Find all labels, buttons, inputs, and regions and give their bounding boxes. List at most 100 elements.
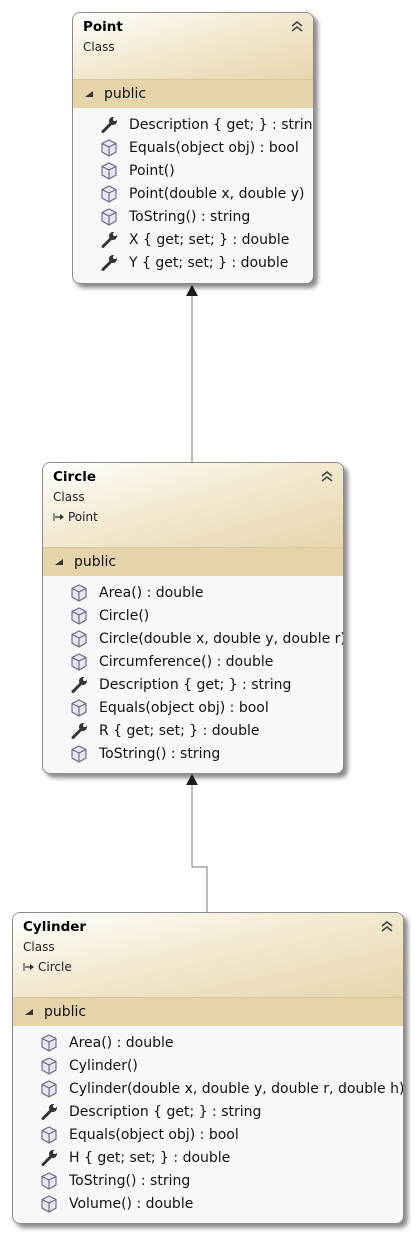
class-box-point[interactable]: Point Class public Description { get; } … [72,12,314,284]
inheritance-arrow-circle-to-point [186,285,198,462]
class-header: Cylinder Class Circle [13,913,403,997]
member-row[interactable]: Y { get; set; } : double [73,251,313,274]
inheritance-arrow-cylinder-to-circle [186,774,208,912]
class-name: Point [83,19,123,35]
base-class-name: Point [68,510,98,524]
member-row[interactable]: Equals(object obj) : bool [43,696,343,719]
member-signature: Area() : double [69,1034,174,1051]
member-signature: R { get; set; } : double [99,722,260,739]
member-row[interactable]: Volume() : double [13,1192,403,1215]
member-row[interactable]: X { get; set; } : double [73,228,313,251]
member-row[interactable]: Point() [73,159,313,182]
cube-icon [69,629,89,649]
wrench-icon [99,115,119,135]
member-signature: Cylinder(double x, double y, double r, d… [69,1080,404,1097]
member-row[interactable]: R { get; set; } : double [43,719,343,742]
member-row[interactable]: Equals(object obj) : bool [13,1123,403,1146]
base-class-name: Circle [38,960,72,974]
class-header: Point Class [73,13,313,79]
class-box-cylinder[interactable]: Cylinder Class Circle public Area() : do… [12,912,404,1224]
cube-icon [39,1194,59,1214]
member-signature: Circle() [99,607,150,624]
wrench-icon [39,1102,59,1122]
member-signature: Point(double x, double y) [129,185,305,202]
collapse-chevron-icon[interactable] [380,920,394,933]
wrench-icon [99,253,119,273]
cube-icon [99,184,119,204]
base-class: Point [53,509,333,525]
wrench-icon [69,675,89,695]
section-label: public [44,1004,87,1020]
base-class: Circle [23,959,393,975]
member-row[interactable]: Cylinder(double x, double y, double r, d… [13,1077,403,1100]
section-header-public[interactable]: public [73,79,313,108]
member-row[interactable]: Description { get; } : string [13,1100,403,1123]
member-signature: Equals(object obj) : bool [99,699,269,716]
expand-triangle-icon[interactable] [24,1008,34,1016]
member-signature: Equals(object obj) : bool [129,139,299,156]
member-row[interactable]: Cylinder() [13,1054,403,1077]
member-signature: ToString() : string [99,745,221,762]
class-header: Circle Class Point [43,463,343,547]
member-signature: Volume() : double [69,1195,194,1212]
member-signature: Cylinder() [69,1057,138,1074]
member-signature: Description { get; } : string [99,676,292,693]
expand-triangle-icon[interactable] [84,90,94,98]
member-signature: Description { get; } : string [129,116,314,133]
class-name: Cylinder [23,919,87,935]
cube-icon [69,606,89,626]
member-signature: ToString() : string [69,1172,191,1189]
collapse-chevron-icon[interactable] [320,470,334,483]
class-stereotype: Class [23,940,55,954]
wrench-icon [39,1148,59,1168]
class-name: Circle [53,469,96,485]
cube-icon [69,744,89,764]
cube-icon [99,138,119,158]
member-signature: Circumference() : double [99,653,274,670]
wrench-icon [99,230,119,250]
member-row[interactable]: Description { get; } : string [73,113,313,136]
member-row[interactable]: Area() : double [43,581,343,604]
member-signature: Area() : double [99,584,204,601]
cube-icon [69,583,89,603]
collapse-chevron-icon[interactable] [290,20,304,33]
class-box-circle[interactable]: Circle Class Point public Area() : doubl… [42,462,344,774]
member-row[interactable]: Point(double x, double y) [73,182,313,205]
member-row[interactable]: ToString() : string [73,205,313,228]
member-row[interactable]: ToString() : string [13,1169,403,1192]
member-row[interactable]: Area() : double [13,1031,403,1054]
member-row[interactable]: ToString() : string [43,742,343,765]
cube-icon [69,698,89,718]
member-row[interactable]: Equals(object obj) : bool [73,136,313,159]
member-signature: Circle(double x, double y, double r) [99,630,344,647]
class-stereotype: Class [53,490,85,504]
inherits-arrow-icon [53,513,64,521]
cube-icon [39,1079,59,1099]
member-row[interactable]: Circle(double x, double y, double r) [43,627,343,650]
cube-icon [39,1056,59,1076]
section-header-public[interactable]: public [13,997,403,1026]
cube-icon [99,161,119,181]
member-signature: H { get; set; } : double [69,1149,231,1166]
class-stereotype: Class [83,40,115,54]
section-label: public [74,554,117,570]
member-row[interactable]: H { get; set; } : double [13,1146,403,1169]
member-signature: X { get; set; } : double [129,231,290,248]
member-row[interactable]: Description { get; } : string [43,673,343,696]
cube-icon [69,652,89,672]
section-header-public[interactable]: public [43,547,343,576]
member-row[interactable]: Circle() [43,604,343,627]
cube-icon [39,1125,59,1145]
cube-icon [39,1033,59,1053]
member-signature: Description { get; } : string [69,1103,262,1120]
section-label: public [104,86,147,102]
member-row[interactable]: Circumference() : double [43,650,343,673]
expand-triangle-icon[interactable] [54,558,64,566]
wrench-icon [69,721,89,741]
member-signature: ToString() : string [129,208,251,225]
member-signature: Point() [129,162,175,179]
